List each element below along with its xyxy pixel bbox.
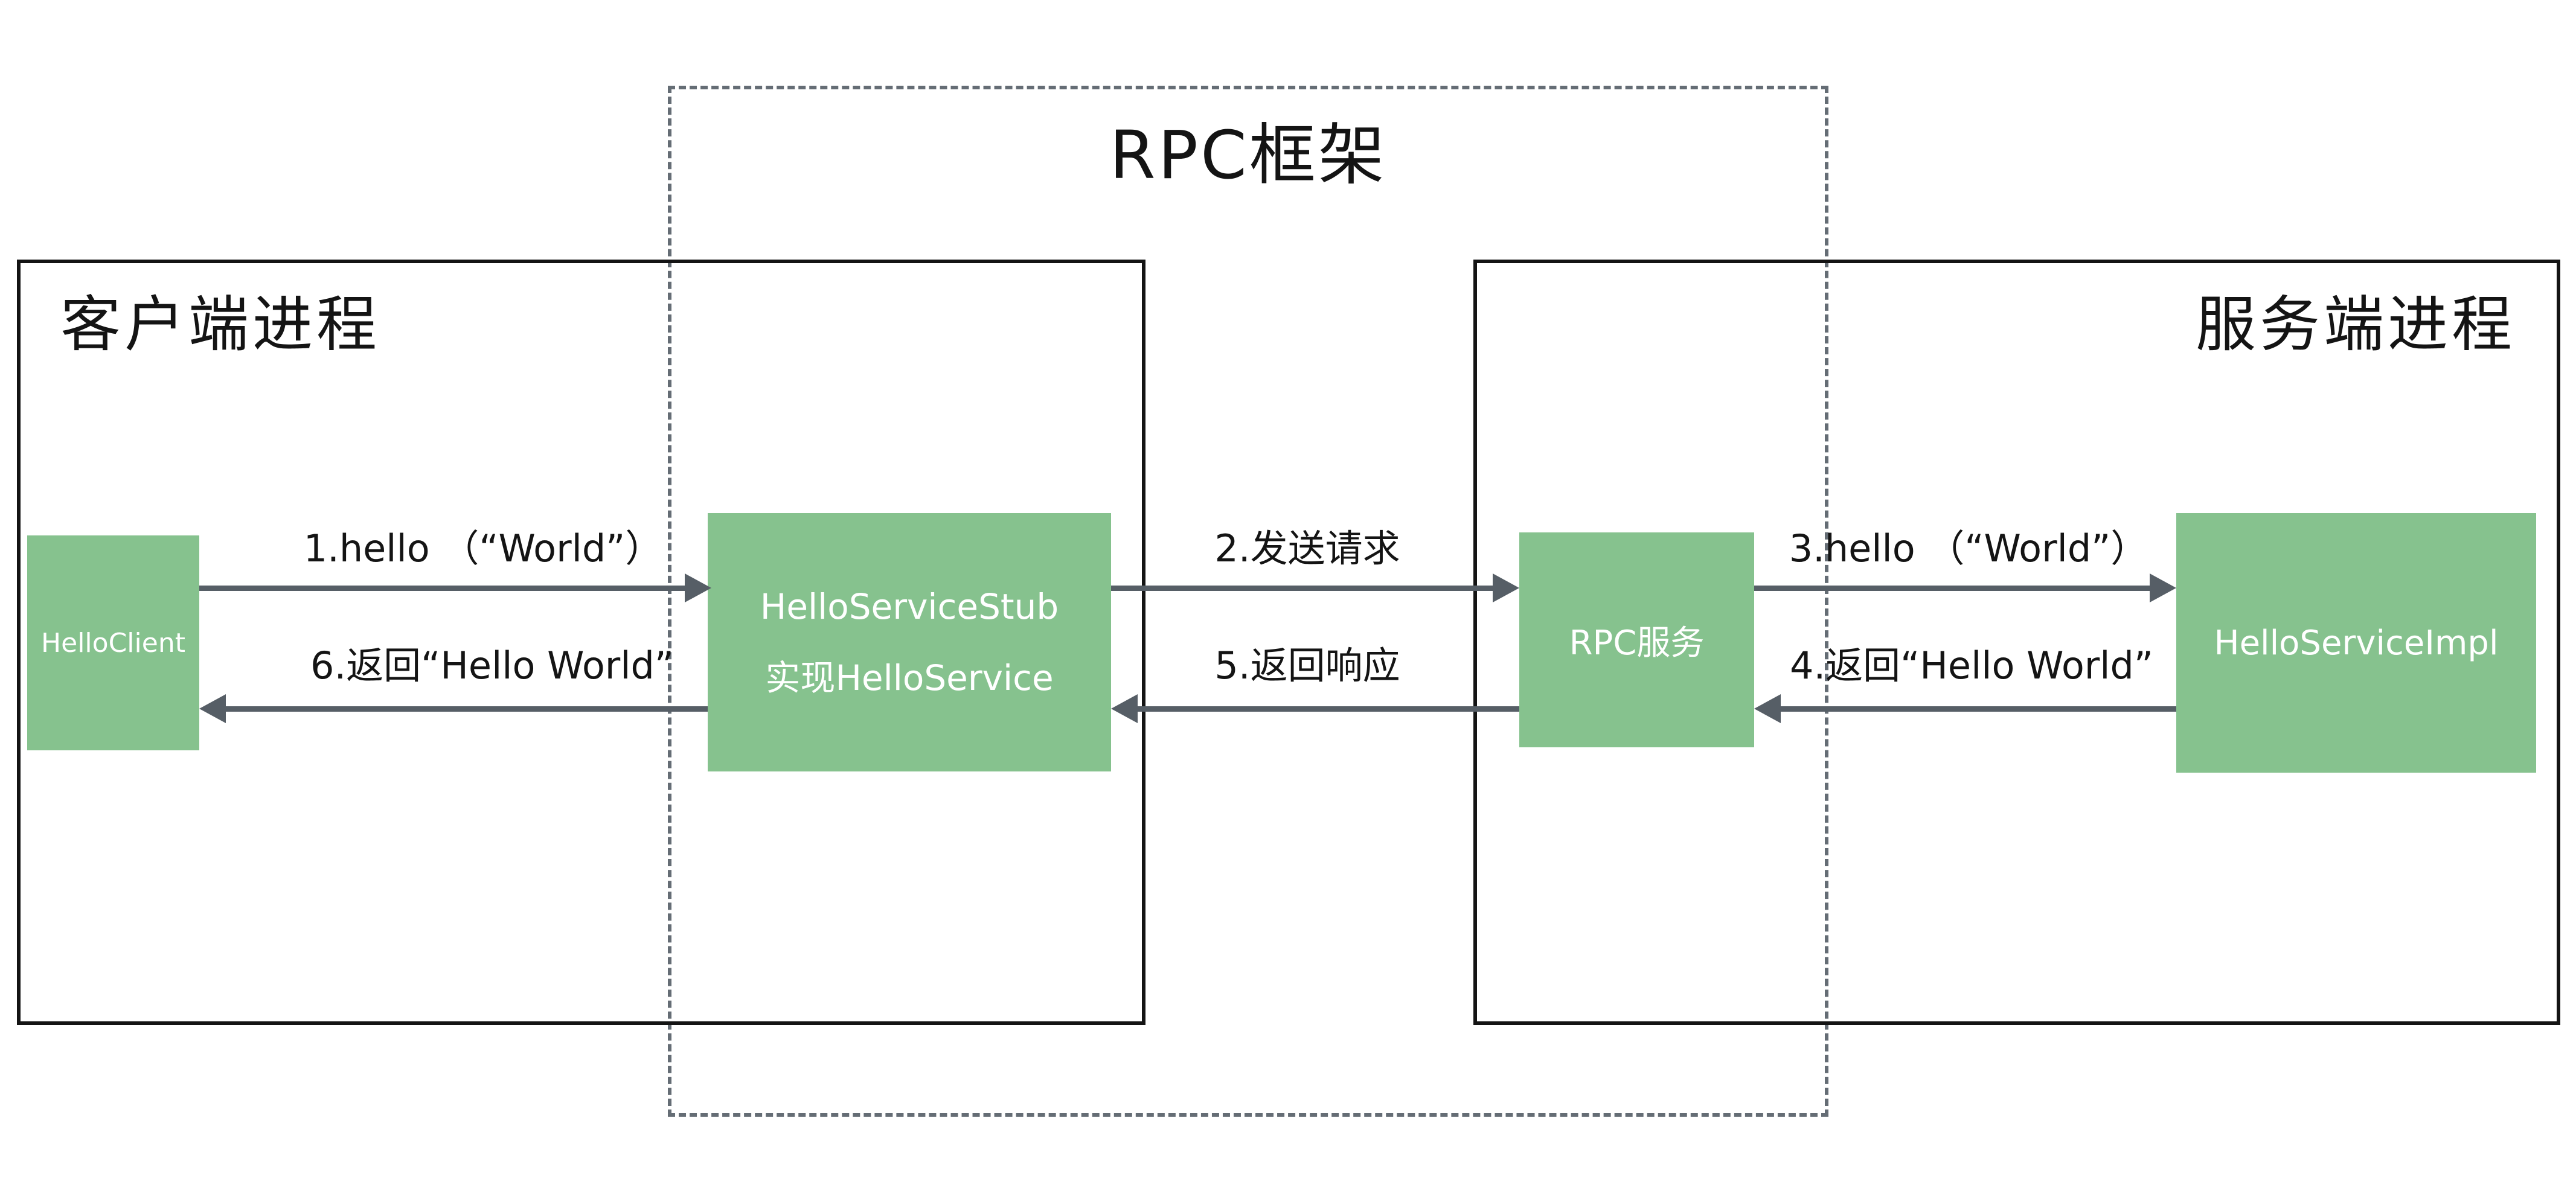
node-hello-client-label: HelloClient xyxy=(41,627,185,659)
label-step4: 4.返回“Hello World” xyxy=(1790,643,2153,688)
server-process-box xyxy=(1473,260,2560,1025)
arrowhead-right-icon xyxy=(685,573,711,602)
label-step3: 3.hello （“World”） xyxy=(1789,526,2148,570)
arrow-shaft xyxy=(1111,586,1493,591)
node-hello-service-stub: HelloServiceStub 实现HelloService xyxy=(708,513,1111,771)
node-rpc-service-label: RPC服务 xyxy=(1569,623,1705,663)
arrowhead-left-icon xyxy=(199,694,226,723)
arrow-shaft xyxy=(1754,586,2150,591)
arrow-step2-send-request xyxy=(1111,573,1519,602)
label-step6: 6.返回“Hello World” xyxy=(310,643,674,688)
client-process-box xyxy=(17,260,1145,1025)
arrow-step3-hello-call xyxy=(1754,573,2176,602)
node-hello-service-stub-line1: HelloServiceStub xyxy=(760,586,1059,627)
arrow-shaft xyxy=(199,586,685,591)
arrow-shaft xyxy=(226,706,708,712)
rpc-framework-title: RPC框架 xyxy=(1109,117,1387,194)
arrowhead-right-icon xyxy=(1493,573,1519,602)
node-hello-client: HelloClient xyxy=(27,535,199,750)
server-process-label: 服务端进程 xyxy=(2196,289,2516,360)
arrowhead-right-icon xyxy=(2150,573,2176,602)
node-hello-service-impl-label: HelloServiceImpl xyxy=(2214,623,2499,663)
arrow-step6-return-hello-world xyxy=(199,694,708,723)
arrow-step1-hello-call xyxy=(199,573,711,602)
arrow-step5-return-response xyxy=(1111,694,1519,723)
arrow-shaft xyxy=(1138,706,1519,712)
arrow-shaft xyxy=(1781,706,2176,712)
arrow-step4-return-hello-world xyxy=(1754,694,2176,723)
label-step2: 2.发送请求 xyxy=(1214,526,1400,570)
arrowhead-left-icon xyxy=(1111,694,1138,723)
client-process-label: 客户端进程 xyxy=(60,289,380,360)
node-hello-service-impl: HelloServiceImpl xyxy=(2176,513,2536,773)
arrowhead-left-icon xyxy=(1754,694,1781,723)
node-rpc-service: RPC服务 xyxy=(1519,532,1754,747)
rpc-framework-boundary xyxy=(668,86,1828,1117)
node-hello-service-stub-line2: 实现HelloService xyxy=(765,657,1054,698)
label-step1: 1.hello （“World”） xyxy=(303,526,663,570)
label-step5: 5.返回响应 xyxy=(1214,643,1400,688)
